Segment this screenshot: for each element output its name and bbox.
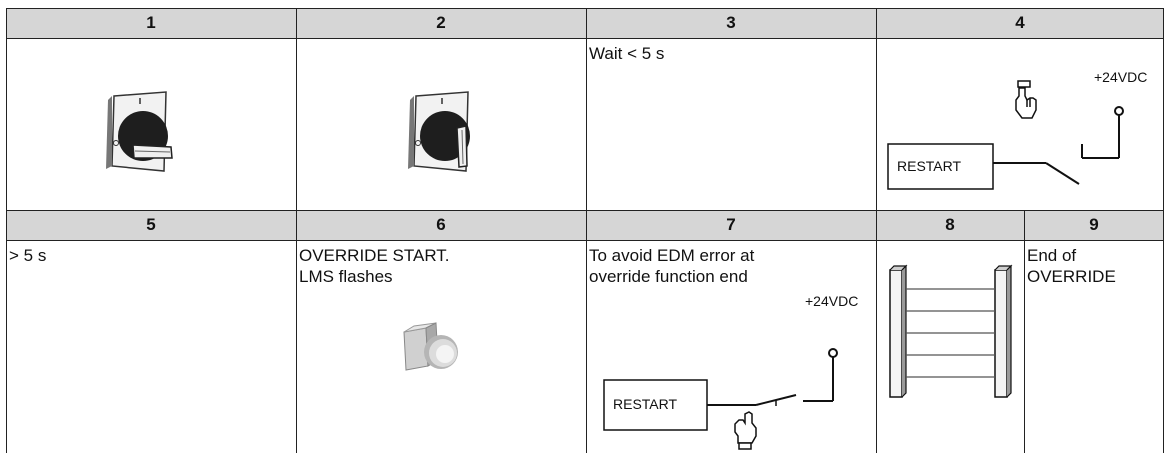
light-curtain-icon [889, 264, 1013, 398]
pointing-hand-icon [1015, 80, 1037, 119]
cell-7: To avoid EDM error at override function … [586, 240, 876, 453]
cell-1 [6, 38, 296, 210]
row-divider-1 [6, 38, 1164, 39]
restart-circuit-diagram: +24VDC RESTART [887, 69, 1147, 190]
cell-2 [296, 38, 586, 210]
header-8: 8 [876, 210, 1024, 240]
row-divider-2 [6, 210, 1164, 211]
selector-switch-on-icon [408, 91, 470, 172]
restart-button-label-2: RESTART [613, 396, 677, 412]
cell-9-line2: OVERRIDE [1027, 267, 1116, 286]
voltage-label-2: +24VDC [805, 293, 858, 309]
col-divider-left [6, 8, 7, 453]
selector-switch-off-icon [106, 91, 173, 172]
col-divider-1 [296, 8, 297, 453]
cell-6-line2: LMS flashes [299, 267, 393, 286]
procedure-table: 1 2 3 4 Wait < 5 s +24VDC [6, 8, 1164, 453]
restart-button-label: RESTART [897, 158, 961, 174]
cell-6: OVERRIDE START. LMS flashes [296, 240, 586, 453]
restart-override-circuit-diagram: +24VDC RESTART [603, 293, 858, 450]
header-1: 1 [6, 8, 296, 38]
cell-7-line2: override function end [589, 267, 748, 286]
cell-8 [876, 240, 1024, 453]
header-5: 5 [6, 210, 296, 240]
header-9: 9 [1024, 210, 1164, 240]
cell-9-line1: End of [1027, 246, 1077, 265]
cell-3-text: Wait < 5 s [589, 44, 665, 63]
col-divider-2 [586, 8, 587, 453]
header-2: 2 [296, 8, 586, 38]
cell-9: End of OVERRIDE [1024, 240, 1164, 453]
voltage-label: +24VDC [1094, 69, 1147, 85]
pointing-hand-icon-2 [734, 411, 757, 450]
row-divider-3 [6, 240, 1164, 241]
col-divider-3 [876, 8, 877, 453]
override-lamp-icon [403, 322, 458, 371]
header-6: 6 [296, 210, 586, 240]
cell-7-line1: To avoid EDM error at [589, 246, 755, 265]
col-divider-4 [1024, 210, 1025, 453]
header-3: 3 [586, 8, 876, 38]
table-border-top [6, 8, 1164, 9]
cell-4: +24VDC RESTART [876, 38, 1164, 210]
cell-5-text: > 5 s [9, 246, 47, 265]
header-4: 4 [876, 8, 1164, 38]
header-7: 7 [586, 210, 876, 240]
col-divider-right [1163, 8, 1164, 453]
cell-6-line1: OVERRIDE START. [299, 246, 450, 265]
